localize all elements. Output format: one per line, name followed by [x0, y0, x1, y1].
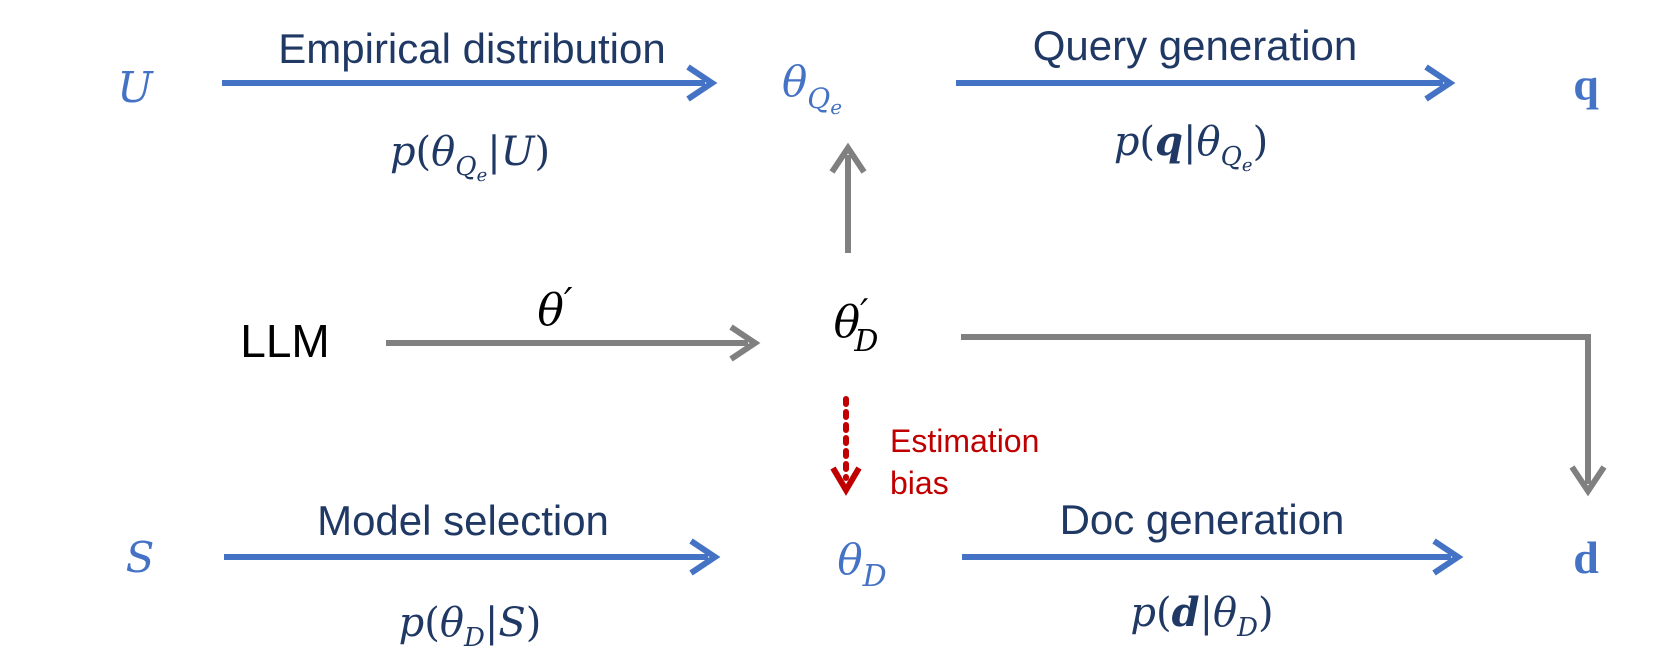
formula-query-generation: p(q|θQe) — [1114, 118, 1268, 176]
arrow-llm-to-theta-prime-d — [386, 324, 761, 362]
arrow-model-selection — [224, 538, 721, 576]
node-theta-D-theta: θ — [837, 535, 862, 584]
label-doc-generation: Doc generation — [1060, 496, 1345, 543]
formula-empirical-distribution: p(θQe|U) — [390, 129, 550, 186]
formula-model-selection: p(θD|S) — [399, 600, 542, 653]
node-theta-Qe-e: e — [830, 95, 842, 119]
label-estimation-bias-line1: Estimation — [890, 423, 1039, 459]
node-U: U — [117, 63, 154, 112]
node-theta-Qe: θQe — [782, 57, 842, 119]
node-theta-prime-D-theta: θ — [834, 297, 861, 348]
node-d: d — [1573, 532, 1599, 583]
node-theta-Qe-theta: θ — [782, 57, 807, 106]
label-query-generation: Query generation — [1033, 22, 1358, 69]
node-theta-Qe-Q: Q — [807, 82, 830, 115]
node-q: q — [1573, 59, 1599, 110]
node-theta-prime-D-prime: ′ — [860, 293, 868, 334]
label-empirical-distribution: Empirical distribution — [278, 25, 665, 72]
node-theta-D: θD — [837, 535, 886, 594]
label-model-selection: Model selection — [317, 497, 609, 544]
label-estimation-bias-line2: bias — [890, 465, 949, 501]
formula-doc-generation: p(d|θD) — [1130, 589, 1273, 643]
label-estimation-bias: Estimation bias — [890, 423, 1039, 501]
label-theta-prime: θ′ — [537, 280, 573, 336]
arrow-theta-prime-d-to-d — [961, 334, 1607, 497]
node-theta-prime-D: θ′D — [834, 293, 879, 359]
arrow-estimation-bias — [830, 396, 862, 496]
arrow-query-generation — [956, 64, 1456, 102]
node-theta-prime-D-D: D — [853, 324, 878, 359]
arrow-empirical-distribution — [222, 64, 718, 102]
node-theta-D-D: D — [862, 559, 887, 594]
node-S: S — [126, 533, 155, 582]
node-LLM: LLM — [240, 315, 329, 367]
arrow-theta-prime-d-to-theta-qe — [829, 142, 867, 253]
arrow-doc-generation — [962, 538, 1464, 576]
